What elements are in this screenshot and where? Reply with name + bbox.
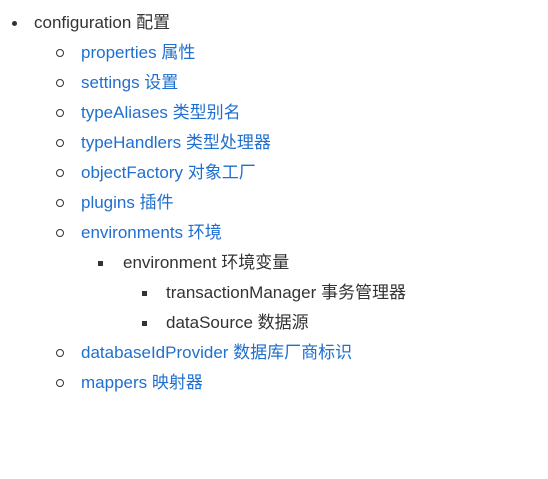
circle-bullet [56, 379, 64, 387]
tree-item-typealiases[interactable]: typeAliases 类型别名 [0, 98, 406, 128]
tree-item-environments[interactable]: environments 环境 [0, 218, 406, 248]
transactionmanager-label: transactionManager 事务管理器 [166, 283, 406, 302]
circle-bullet [56, 199, 64, 207]
tree-item-configuration: configuration 配置 [0, 8, 406, 38]
circle-bullet [56, 229, 64, 237]
databaseidprovider-link[interactable]: databaseIdProvider 数据库厂商标识 [81, 343, 353, 362]
tree-item-environment: environment 环境变量 [0, 248, 406, 278]
configuration-tree: configuration 配置 properties 属性 settings … [0, 8, 406, 398]
mappers-link[interactable]: mappers 映射器 [81, 373, 203, 392]
square-bullet [142, 321, 147, 326]
configuration-label: configuration 配置 [34, 13, 171, 32]
datasource-label: dataSource 数据源 [166, 313, 309, 332]
typealiases-link[interactable]: typeAliases 类型别名 [81, 103, 241, 122]
tree-item-plugins[interactable]: plugins 插件 [0, 188, 406, 218]
tree-item-settings[interactable]: settings 设置 [0, 68, 406, 98]
circle-bullet [56, 109, 64, 117]
square-bullet [142, 291, 147, 296]
tree-item-databaseidprovider[interactable]: databaseIdProvider 数据库厂商标识 [0, 338, 406, 368]
disc-bullet [12, 21, 17, 26]
circle-bullet [56, 169, 64, 177]
plugins-link[interactable]: plugins 插件 [81, 193, 174, 212]
tree-item-datasource: dataSource 数据源 [0, 308, 406, 338]
typehandlers-link[interactable]: typeHandlers 类型处理器 [81, 133, 271, 152]
tree-item-objectfactory[interactable]: objectFactory 对象工厂 [0, 158, 406, 188]
circle-bullet [56, 139, 64, 147]
tree-item-transactionmanager: transactionManager 事务管理器 [0, 278, 406, 308]
circle-bullet [56, 79, 64, 87]
properties-link[interactable]: properties 属性 [81, 43, 196, 62]
circle-bullet [56, 49, 64, 57]
square-bullet [98, 261, 103, 266]
objectfactory-link[interactable]: objectFactory 对象工厂 [81, 163, 256, 182]
environments-link[interactable]: environments 环境 [81, 223, 222, 242]
settings-link[interactable]: settings 设置 [81, 73, 179, 92]
tree-item-typehandlers[interactable]: typeHandlers 类型处理器 [0, 128, 406, 158]
environment-label: environment 环境变量 [123, 253, 290, 272]
tree-item-properties[interactable]: properties 属性 [0, 38, 406, 68]
tree-item-mappers[interactable]: mappers 映射器 [0, 368, 406, 398]
circle-bullet [56, 349, 64, 357]
